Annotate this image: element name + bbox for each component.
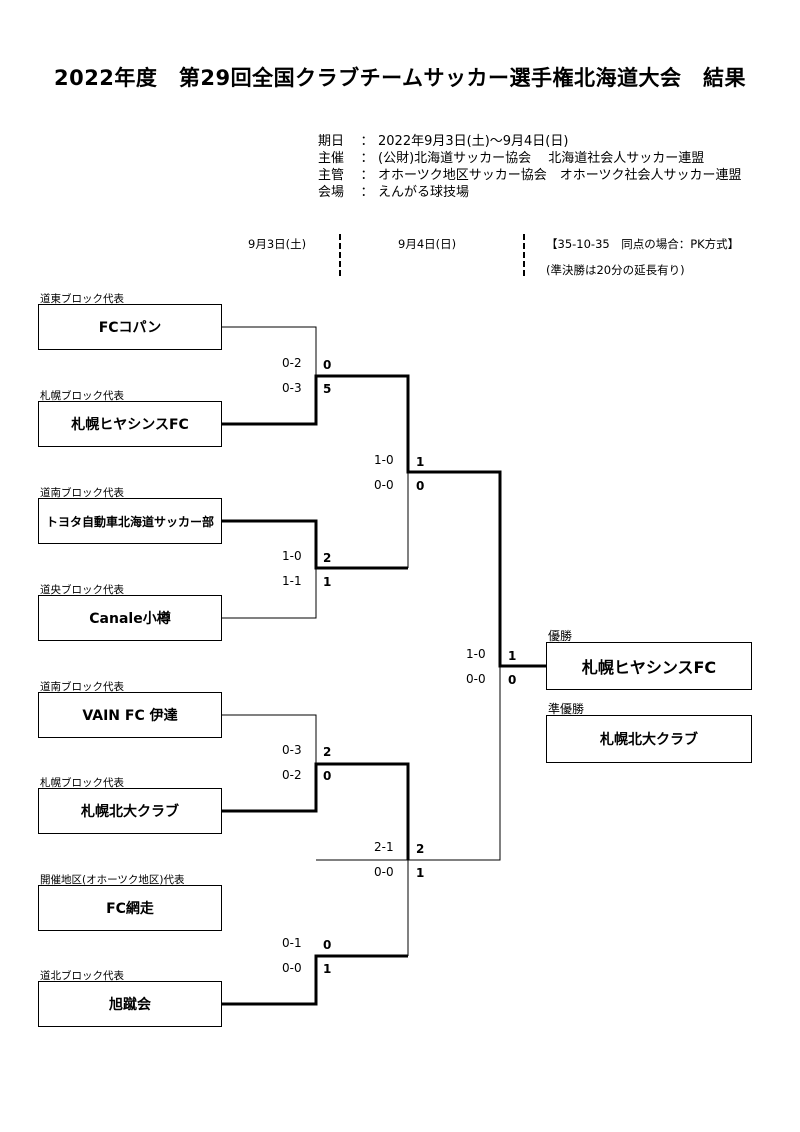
info-row-date: 期日 ： 2022年9月3日(土)～9月4日(日) — [318, 130, 568, 149]
block-label: 札幌ブロック代表 — [40, 777, 124, 789]
team-box: Canale小樽 — [38, 595, 222, 641]
half-score: 0-3 — [282, 743, 302, 757]
team-box: FC網走 — [38, 885, 222, 931]
winner-path — [222, 762, 410, 860]
block-label: 開催地区(オホーツク地区)代表 — [40, 874, 185, 886]
info-sep: ： — [360, 185, 374, 200]
info-key: 主催 — [318, 151, 345, 166]
bracket-line — [408, 666, 501, 861]
team-box: VAIN FC 伊達 — [38, 692, 222, 738]
winner-path — [222, 519, 408, 570]
half-score: 0-3 — [282, 381, 302, 395]
half-score: 1-0 — [466, 647, 486, 661]
info-key: 期日 — [318, 134, 345, 149]
day-divider-1 — [339, 234, 341, 276]
semi-note: (準決勝は20分の延長有り) — [546, 263, 685, 277]
winner-label: 優勝 — [548, 629, 573, 643]
day1-label: 9月3日(土) — [248, 237, 307, 251]
match-score: 1 — [416, 866, 425, 880]
info-key: 会場 — [318, 185, 345, 200]
info-value: オホーツク地区サッカー協会 オホーツク社会人サッカー連盟 — [378, 168, 742, 183]
rule-note: 【35-10-35 同点の場合：PK方式】 — [546, 237, 740, 251]
half-score: 0-2 — [282, 768, 302, 782]
runnerup-label: 準優勝 — [548, 702, 585, 716]
block-label: 札幌ブロック代表 — [40, 390, 124, 402]
block-label: 道南ブロック代表 — [40, 681, 124, 693]
match-score: 1 — [323, 962, 332, 976]
info-row-organizer: 主催 ： (公財)北海道サッカー協会 北海道社会人サッカー連盟 — [318, 147, 704, 166]
team-box: 旭蹴会 — [38, 981, 222, 1027]
bracket-line — [222, 568, 317, 619]
day-divider-2 — [523, 234, 525, 276]
match-score: 1 — [323, 575, 332, 589]
team-box: トヨタ自動車北海道サッカー部 — [38, 498, 222, 544]
info-sep: ： — [360, 168, 374, 183]
bracket-line — [222, 326, 317, 376]
bracket-line — [222, 714, 317, 764]
match-score: 2 — [416, 842, 425, 856]
match-score: 0 — [508, 673, 517, 687]
block-label: 道南ブロック代表 — [40, 487, 124, 499]
team-box: FCコパン — [38, 304, 222, 350]
match-score: 5 — [323, 382, 332, 396]
info-row-venue: 会場 ： えんがる球技場 — [318, 181, 469, 200]
winner-path — [222, 954, 408, 1006]
info-value: 2022年9月3日(土)～9月4日(日) — [378, 134, 569, 149]
half-score: 1-0 — [282, 549, 302, 563]
day2-label: 9月4日(日) — [398, 237, 457, 251]
half-score: 1-0 — [374, 453, 394, 467]
block-label: 道北ブロック代表 — [40, 970, 124, 982]
match-score: 1 — [416, 455, 425, 469]
match-score: 2 — [323, 551, 332, 565]
team-box: 札幌ヒヤシンスFC — [38, 401, 222, 447]
match-score: 0 — [323, 358, 332, 372]
match-score: 0 — [323, 938, 332, 952]
half-score: 1-1 — [282, 574, 302, 588]
half-score: 0-0 — [466, 672, 486, 686]
half-score: 0-2 — [282, 356, 302, 370]
half-score: 0-0 — [374, 865, 394, 879]
winner-path — [222, 374, 546, 668]
info-value: えんがる球技場 — [378, 185, 470, 200]
half-score: 2-1 — [374, 840, 394, 854]
page-title: 2022年度 第29回全国クラブチームサッカー選手権北海道大会 結果 — [53, 66, 747, 90]
runnerup-box: 札幌北大クラブ — [546, 715, 752, 763]
half-score: 0-0 — [282, 961, 302, 975]
team-box: 札幌北大クラブ — [38, 788, 222, 834]
match-score: 2 — [323, 745, 332, 759]
match-score: 0 — [323, 769, 332, 783]
block-label: 道東ブロック代表 — [40, 293, 124, 305]
info-row-host: 主管 ： オホーツク地区サッカー協会 オホーツク社会人サッカー連盟 — [318, 164, 741, 183]
half-score: 0-1 — [282, 936, 302, 950]
info-key: 主管 — [318, 168, 345, 183]
info-value: (公財)北海道サッカー協会 北海道社会人サッカー連盟 — [378, 151, 705, 166]
winner-box: 札幌ヒヤシンスFC — [546, 642, 752, 690]
match-score: 0 — [416, 479, 425, 493]
info-sep: ： — [360, 134, 374, 149]
half-score: 0-0 — [374, 478, 394, 492]
block-label: 道央ブロック代表 — [40, 584, 124, 596]
match-score: 1 — [508, 649, 517, 663]
info-sep: ： — [360, 151, 374, 166]
